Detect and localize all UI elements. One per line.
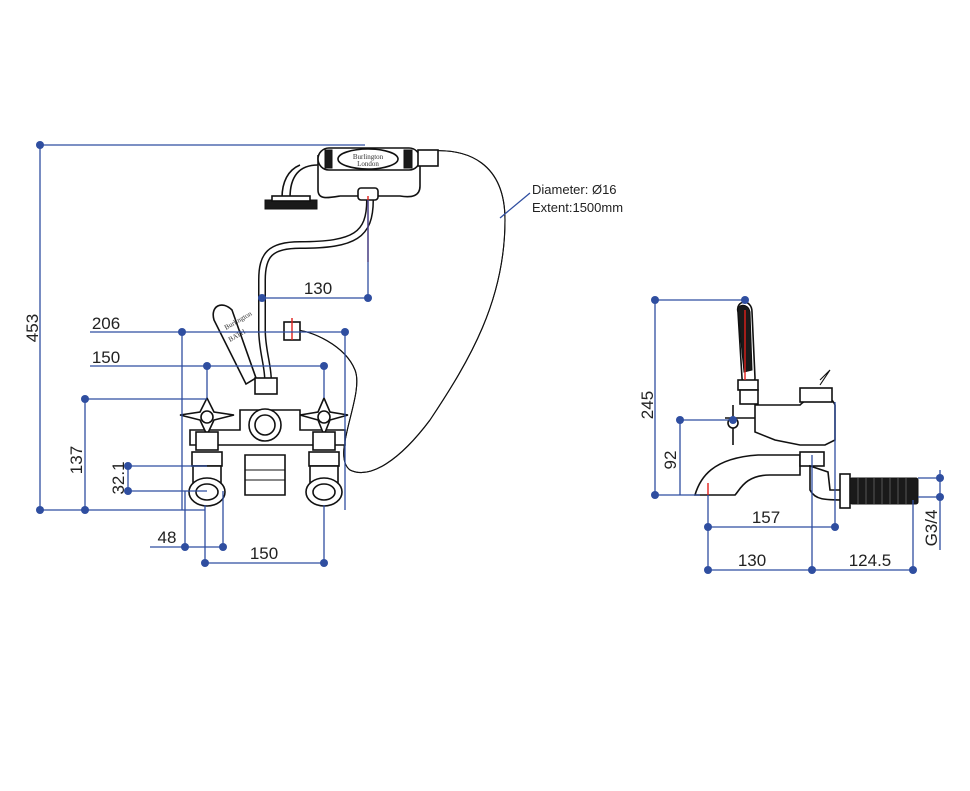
dim-thread: G3/4 <box>922 510 941 547</box>
dim-overall-width: 206 <box>92 314 120 333</box>
dim-height-137: 137 <box>67 446 86 474</box>
side-dimensions: 245 92 157 130 124.5 G3/4 <box>638 296 944 574</box>
side-spout <box>693 454 801 496</box>
left-leg <box>188 465 226 507</box>
front-dimensions: 453 130 206 150 137 32.1 48 150 Diameter… <box>23 141 623 567</box>
right-leg <box>305 465 343 507</box>
dim-centres-bottom: 150 <box>250 544 278 563</box>
shower-head <box>264 164 319 210</box>
hose-extent-note: Extent:1500mm <box>532 200 623 215</box>
side-view <box>693 301 919 509</box>
dim-side-130: 130 <box>738 551 766 570</box>
dim-offset-48: 48 <box>158 528 177 547</box>
dim-side-height: 245 <box>638 391 657 419</box>
left-cross-handle <box>179 396 235 467</box>
front-view: Burlington London Burlington BATH <box>179 147 506 507</box>
right-cross-handle <box>299 395 349 467</box>
dim-total-height: 453 <box>23 314 42 342</box>
handset-logo: Burlington <box>353 153 384 161</box>
dim-side-92: 92 <box>661 451 680 470</box>
handset-logo-sub: London <box>357 160 379 168</box>
shower-handset: Burlington London <box>317 147 439 201</box>
dim-side-124: 124.5 <box>849 551 892 570</box>
hose-diameter-note: Diameter: Ø16 <box>532 182 617 197</box>
dim-height-32: 32.1 <box>109 461 128 494</box>
dim-centres-top: 150 <box>92 348 120 367</box>
spout <box>244 454 286 496</box>
dim-handset-offset: 130 <box>304 279 332 298</box>
dim-side-157: 157 <box>752 508 780 527</box>
side-body <box>754 395 836 446</box>
